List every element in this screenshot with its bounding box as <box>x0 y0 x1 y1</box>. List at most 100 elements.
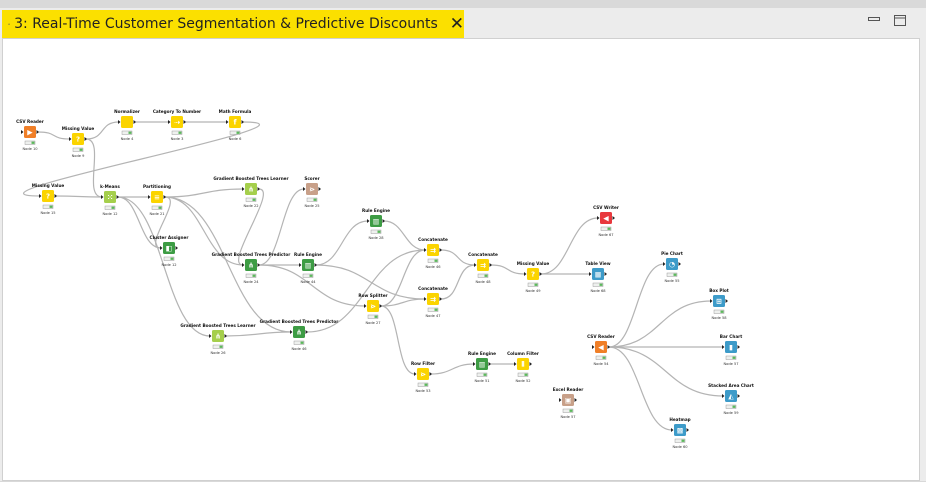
input-port[interactable] <box>69 137 72 141</box>
tab-workflow[interactable]: 3: Real-Time Customer Segmentation & Pre… <box>2 10 464 38</box>
output-port[interactable] <box>686 428 690 432</box>
workflow-node[interactable]: Missing Value?Node 15 <box>32 183 65 215</box>
node-icon[interactable] <box>245 259 257 271</box>
connection-line[interactable] <box>225 331 292 337</box>
node-icon[interactable] <box>417 368 429 380</box>
input-port[interactable] <box>559 398 562 402</box>
workflow-node[interactable]: Column Filter⫴Node 52 <box>507 351 540 383</box>
output-port[interactable] <box>241 120 245 124</box>
input-port[interactable] <box>209 334 212 338</box>
output-port[interactable] <box>163 195 167 199</box>
input-port[interactable] <box>722 394 725 398</box>
connection-line[interactable] <box>490 264 526 275</box>
node-icon[interactable] <box>517 358 529 370</box>
node-icon[interactable] <box>229 116 241 128</box>
output-port[interactable] <box>84 137 88 141</box>
input-port[interactable] <box>663 262 666 266</box>
output-port[interactable] <box>489 263 493 267</box>
output-port[interactable] <box>725 299 729 303</box>
output-port[interactable] <box>439 297 443 301</box>
close-icon[interactable]: ✕ <box>449 14 464 34</box>
output-port[interactable] <box>539 272 543 276</box>
workflow-node[interactable]: Gradient Boosted Trees Learner⋔Node 26 <box>180 323 256 355</box>
output-port[interactable] <box>36 130 40 134</box>
connection-line[interactable] <box>608 346 724 397</box>
connection-line[interactable] <box>608 346 673 431</box>
connection-line[interactable] <box>164 196 244 266</box>
output-port[interactable] <box>257 187 261 191</box>
node-icon[interactable] <box>171 116 183 128</box>
node-icon[interactable] <box>367 300 379 312</box>
connection-line[interactable] <box>23 121 260 197</box>
node-icon[interactable] <box>245 183 257 195</box>
input-port[interactable] <box>303 187 306 191</box>
input-port[interactable] <box>39 194 42 198</box>
input-port[interactable] <box>424 297 427 301</box>
input-port[interactable] <box>160 246 163 250</box>
workflow-node[interactable]: Concatenate⇉Node 46 <box>418 237 448 269</box>
node-icon[interactable] <box>121 116 133 128</box>
input-port[interactable] <box>168 120 171 124</box>
workflow-node[interactable]: Cluster Assigner◧Node 12 <box>150 235 190 267</box>
workflow-node[interactable]: Stacked Area Chart◭Node 59 <box>708 383 754 415</box>
input-port[interactable] <box>474 263 477 267</box>
connection-line[interactable] <box>164 188 244 198</box>
node-icon[interactable] <box>595 341 607 353</box>
input-port[interactable] <box>424 248 427 252</box>
node-icon[interactable] <box>302 259 314 271</box>
workflow-node[interactable]: Gradient Boosted Trees Learner⋔Node 22 <box>213 176 289 208</box>
output-port[interactable] <box>604 272 608 276</box>
connection-line[interactable] <box>85 121 120 140</box>
node-icon[interactable] <box>600 212 612 224</box>
node-icon[interactable] <box>212 330 224 342</box>
workflow-node[interactable]: CSV Writer◀Node 67 <box>593 205 620 237</box>
workflow-node[interactable]: Row Filter⋗Node 53 <box>411 361 436 393</box>
workflow-node[interactable]: Heatmap▩Node 60 <box>669 417 690 449</box>
output-port[interactable] <box>224 334 228 338</box>
workflow-node[interactable]: Missing Value?Node 9 <box>62 126 95 158</box>
input-port[interactable] <box>242 187 245 191</box>
maximize-icon[interactable] <box>894 15 906 26</box>
output-port[interactable] <box>529 362 533 366</box>
node-icon[interactable] <box>163 242 175 254</box>
connection-line[interactable] <box>380 249 426 307</box>
input-port[interactable] <box>473 362 476 366</box>
workflow-node[interactable]: Rule Engine▥Node 28 <box>362 208 390 240</box>
workflow-node[interactable]: Table View▦Node 68 <box>585 261 610 293</box>
workflow-node[interactable]: Rule Engine▥Node 44 <box>294 252 322 284</box>
connection-line[interactable] <box>117 196 211 337</box>
connection-line[interactable] <box>440 264 476 300</box>
output-port[interactable] <box>54 194 58 198</box>
node-icon[interactable] <box>527 268 539 280</box>
node-icon[interactable] <box>293 326 305 338</box>
workflow-node[interactable]: Pie Chart◔Node 55 <box>661 251 683 283</box>
workflow-node[interactable]: Concatenate⇉Node 47 <box>418 286 448 318</box>
node-icon[interactable] <box>427 293 439 305</box>
input-port[interactable] <box>290 330 293 334</box>
workflow-node[interactable]: Excel Reader▣Node 57 <box>553 387 585 419</box>
input-port[interactable] <box>592 345 595 349</box>
output-port[interactable] <box>488 362 492 366</box>
connection-line[interactable] <box>608 263 665 348</box>
output-port[interactable] <box>429 372 433 376</box>
workflow-node[interactable]: CSV Reader◀Node 54 <box>587 334 616 366</box>
input-port[interactable] <box>118 120 121 124</box>
workflow-node[interactable]: Box Plot⊞Node 58 <box>709 288 729 320</box>
node-icon[interactable] <box>306 183 318 195</box>
output-port[interactable] <box>607 345 611 349</box>
connection-line[interactable] <box>315 264 426 300</box>
output-port[interactable] <box>133 120 137 124</box>
node-icon[interactable] <box>725 341 737 353</box>
input-port[interactable] <box>710 299 713 303</box>
node-icon[interactable] <box>666 258 678 270</box>
node-icon[interactable] <box>476 358 488 370</box>
output-port[interactable] <box>318 187 322 191</box>
workflow-node[interactable]: Category To Number⇢Node 3 <box>153 109 202 141</box>
connection-line[interactable] <box>380 305 416 375</box>
connection-line[interactable] <box>258 264 366 307</box>
input-port[interactable] <box>414 372 417 376</box>
connection-line[interactable] <box>164 196 292 333</box>
output-port[interactable] <box>382 219 386 223</box>
